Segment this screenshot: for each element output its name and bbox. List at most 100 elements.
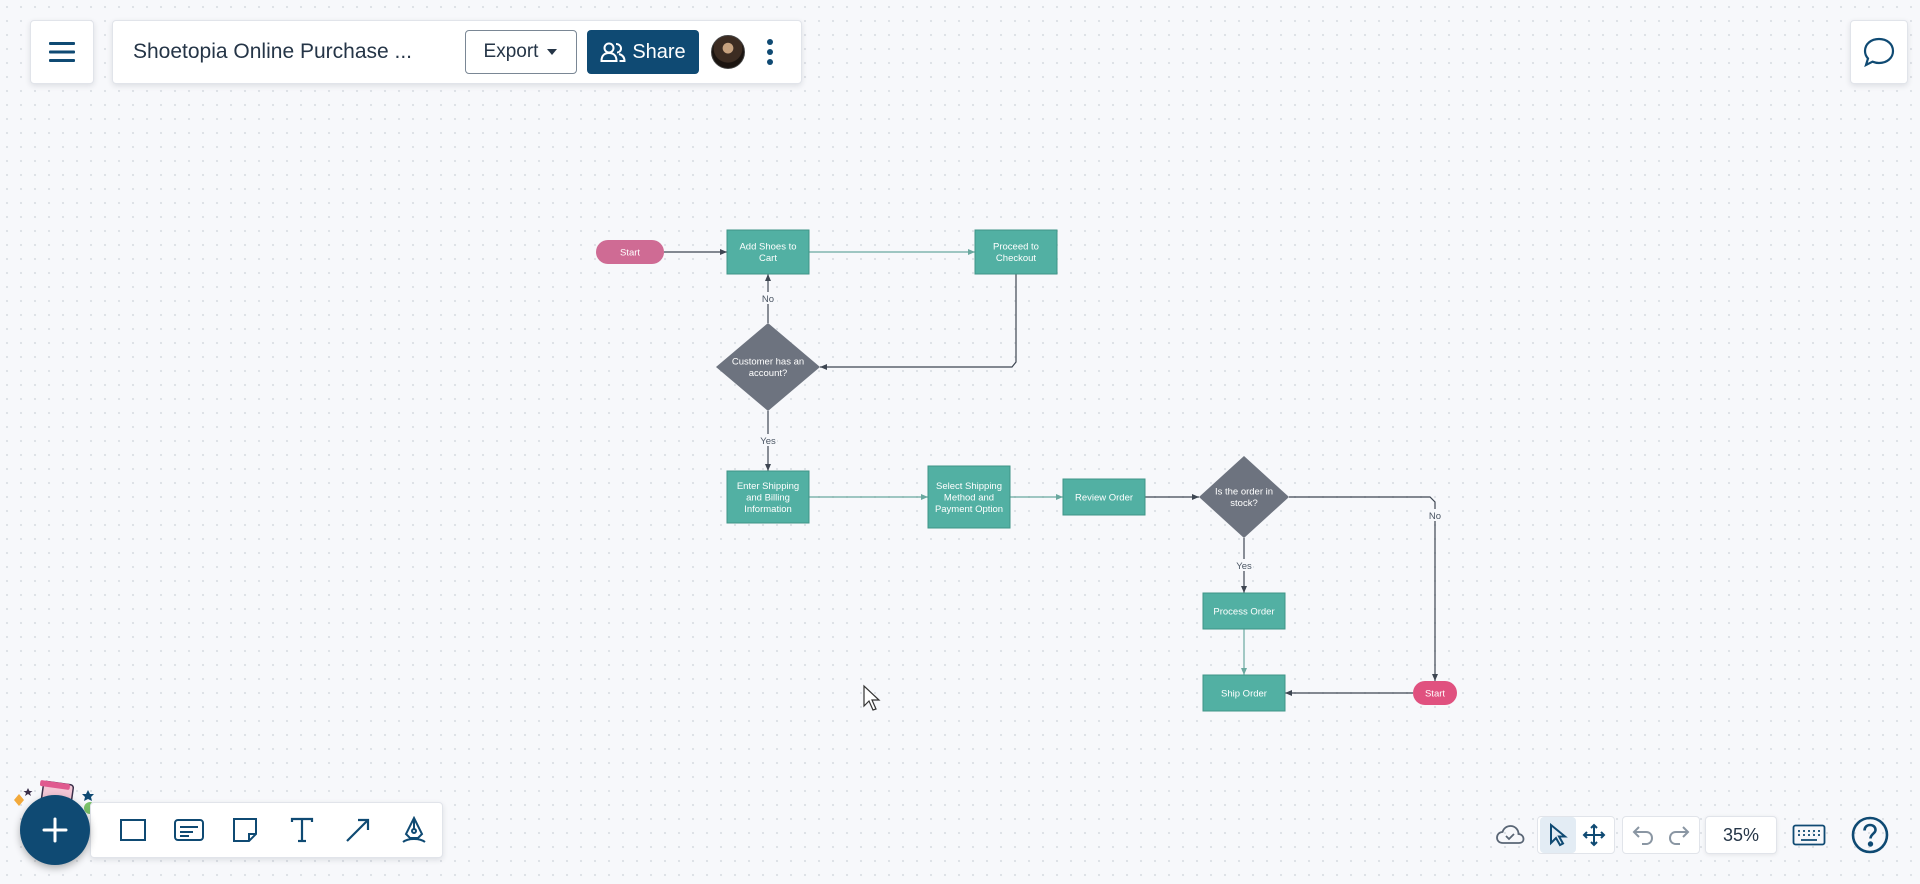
edge-label: Yes xyxy=(1236,561,1252,572)
help-icon xyxy=(1851,816,1889,854)
shape-label: Payment Option xyxy=(935,504,1003,515)
process-shape xyxy=(1062,478,1146,516)
sticky-note-icon xyxy=(233,818,258,842)
help-button[interactable] xyxy=(1849,814,1891,856)
connector-proceed-account[interactable] xyxy=(820,274,1017,370)
edge-label-background xyxy=(759,434,777,446)
move-icon xyxy=(1582,823,1606,847)
undo-button[interactable] xyxy=(1625,817,1661,853)
shape-start2[interactable]: Start xyxy=(1413,681,1457,705)
share-button[interactable]: Share xyxy=(587,30,699,74)
shape-label: Start xyxy=(1425,688,1445,699)
card-tool[interactable] xyxy=(161,802,217,858)
document-toolbar: Shoetopia Online Purchase ... Export Sha… xyxy=(112,20,802,84)
help xyxy=(1849,816,1891,854)
pen-icon xyxy=(402,816,426,843)
shape-process[interactable]: Process Order xyxy=(1202,592,1286,630)
pan-mode-button[interactable] xyxy=(1576,817,1612,853)
decision-shape xyxy=(716,323,820,411)
plus-icon xyxy=(42,817,68,843)
add-element-button[interactable] xyxy=(20,795,90,865)
shape-label: Method and xyxy=(944,492,994,503)
shape-review[interactable]: Review Order xyxy=(1062,478,1146,516)
comments-button[interactable] xyxy=(1850,20,1908,84)
shape-label: stock? xyxy=(1230,498,1257,509)
edge-label: No xyxy=(1429,511,1441,522)
cloud-saved-indicator xyxy=(1492,817,1528,853)
redo-button[interactable] xyxy=(1661,817,1697,853)
connector-stock-start2[interactable] xyxy=(1289,496,1438,681)
process-shape xyxy=(1202,674,1286,712)
hamburger-icon xyxy=(49,42,75,62)
redo-icon xyxy=(1668,826,1690,845)
shape-label: Ship Order xyxy=(1221,688,1267,699)
process-shape xyxy=(1202,592,1286,630)
shape-label: Proceed to xyxy=(993,242,1039,253)
sticky-note-tool[interactable] xyxy=(217,802,273,858)
arrow-line-icon xyxy=(345,818,369,842)
shape-label: Review Order xyxy=(1075,492,1133,503)
more-options-button[interactable] xyxy=(765,39,775,65)
document-title[interactable]: Shoetopia Online Purchase ... xyxy=(133,40,413,63)
kebab-dot xyxy=(767,39,773,45)
select-mode-button[interactable] xyxy=(1540,817,1576,853)
keyboard-shortcuts-button[interactable] xyxy=(1789,817,1829,853)
keyboard-shortcuts xyxy=(1789,816,1829,854)
text-tool[interactable] xyxy=(274,802,330,858)
edge-label-background xyxy=(759,292,777,304)
shape-label: Start xyxy=(620,247,640,258)
zoom-level[interactable]: 35% xyxy=(1705,816,1777,854)
rectangle-icon xyxy=(120,819,147,841)
shape-label: and Billing xyxy=(746,492,790,503)
process-shape xyxy=(974,229,1058,275)
share-label: Share xyxy=(632,40,686,63)
shape-label: Enter Shipping xyxy=(737,481,799,492)
edge-label-background xyxy=(1235,559,1253,571)
edge-label: No xyxy=(762,294,774,305)
text-icon xyxy=(290,817,313,843)
avatar[interactable] xyxy=(711,35,745,69)
kebab-dot xyxy=(767,49,773,55)
export-button[interactable]: Export xyxy=(465,30,577,74)
edge-label-background xyxy=(1426,509,1444,521)
shape-toolbar xyxy=(90,802,443,858)
line-tool[interactable] xyxy=(330,802,386,858)
terminal-shape xyxy=(596,240,664,264)
shape-label: Information xyxy=(744,504,792,515)
shape-start1[interactable]: Start xyxy=(596,240,664,264)
shape-ship[interactable]: Ship Order xyxy=(1202,674,1286,712)
interaction-mode-toggle xyxy=(1537,816,1615,854)
shape-label: Checkout xyxy=(996,253,1036,264)
terminal-alt-shape xyxy=(1413,681,1457,705)
main-menu-button[interactable] xyxy=(30,20,94,84)
process-shape xyxy=(726,229,810,275)
shape-label: Process Order xyxy=(1213,606,1274,617)
keyboard-icon xyxy=(1792,824,1826,846)
shape-label: Customer has an xyxy=(732,357,804,368)
card-icon xyxy=(174,819,205,841)
cloud-icon xyxy=(1496,825,1525,844)
shape-label: Cart xyxy=(759,253,777,264)
process-shape xyxy=(927,465,1011,529)
rectangle-tool[interactable] xyxy=(105,802,161,858)
export-label: Export xyxy=(483,41,539,62)
save-status xyxy=(1492,816,1528,854)
shape-label: Is the order in xyxy=(1215,487,1273,498)
pointer-icon xyxy=(1550,823,1568,847)
shape-label: Select Shipping xyxy=(936,481,1002,492)
undo-icon xyxy=(1632,826,1654,845)
edge-label: Yes xyxy=(760,436,776,447)
comment-icon xyxy=(1863,37,1895,68)
people-icon xyxy=(600,42,626,62)
kebab-dot xyxy=(767,59,773,65)
shape-label: Add Shoes to xyxy=(739,242,796,253)
pen-tool[interactable] xyxy=(386,802,442,858)
